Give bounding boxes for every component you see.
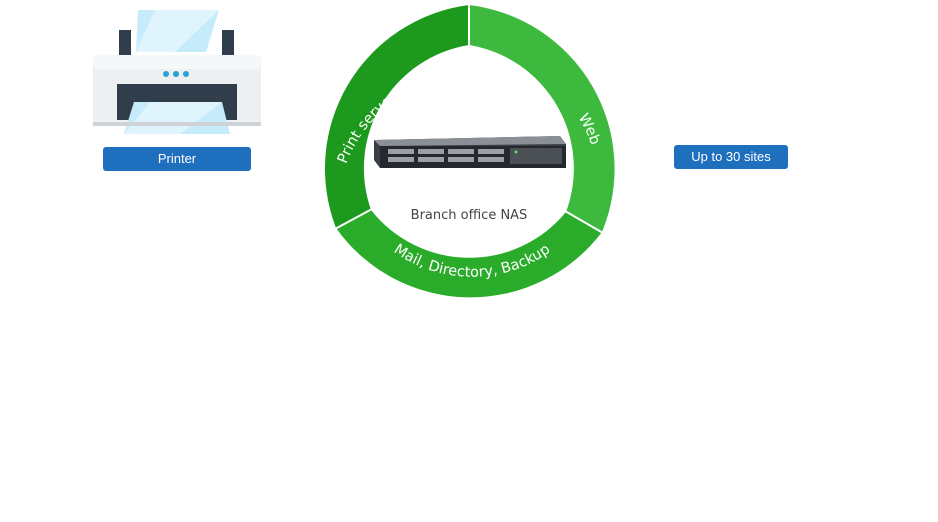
nas-server-icon [374, 136, 566, 168]
segment-divider [334, 208, 373, 230]
printer-icon [93, 10, 261, 134]
ring-segment-web [469, 5, 615, 232]
nas-service-ring: Print server Web Mail, Directory, Backup [324, 4, 615, 298]
sites-label: Up to 30 sites [674, 145, 788, 169]
printer-label: Printer [103, 147, 251, 171]
segment-divider [564, 210, 604, 234]
ring-segment-mail-directory-backup [336, 210, 602, 298]
ring-segment-print-server [324, 5, 469, 228]
nas-center-label: Branch office NAS [411, 208, 528, 223]
